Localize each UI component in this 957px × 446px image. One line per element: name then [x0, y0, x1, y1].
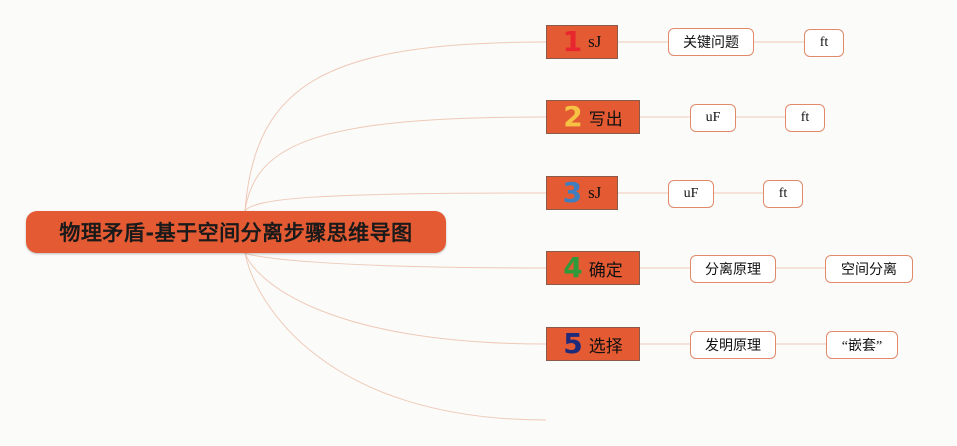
branch-number-4: 4: [563, 251, 583, 284]
branch-node-2[interactable]: 2 写出: [546, 100, 640, 134]
connector-root-branch-2: [244, 116, 547, 212]
branch-node-3[interactable]: 3 sJ: [546, 176, 618, 210]
leaf-node-4-1[interactable]: 分离原理: [690, 255, 776, 283]
connector-root-branch-1: [244, 41, 547, 212]
branch-label-3: sJ: [588, 183, 602, 202]
root-node[interactable]: 物理矛盾-基于空间分离步骤思维导图: [26, 211, 446, 253]
leaf-node-4-2[interactable]: 空间分离: [825, 255, 913, 283]
leaf-node-1-2[interactable]: ft: [804, 29, 844, 57]
leaf-node-3-1[interactable]: uF: [668, 180, 714, 208]
branch-number-2: 2: [563, 100, 583, 133]
branch-number-5: 5: [563, 327, 583, 360]
branch-number-1: 1: [562, 25, 583, 58]
leaf-node-2-2[interactable]: ft: [785, 104, 825, 132]
connector-root-branch-3: [244, 192, 547, 212]
leaf-node-5-2[interactable]: “嵌套”: [826, 331, 898, 359]
connector-root-branch-5: [244, 252, 547, 345]
branch-node-1[interactable]: 1 sJ: [546, 25, 618, 59]
branch-node-4[interactable]: 4 确定: [546, 251, 640, 285]
branch-number-3: 3: [562, 176, 583, 209]
leaf-node-5-1[interactable]: 发明原理: [690, 331, 776, 359]
leaf-node-1-1[interactable]: 关键问题: [668, 28, 754, 56]
root-title: 物理矛盾-基于空间分离步骤思维导图: [59, 221, 413, 245]
leaf-node-2-1[interactable]: uF: [690, 104, 736, 132]
branch-node-5[interactable]: 5 选择: [546, 327, 640, 361]
branch-label-5: 选择: [588, 336, 623, 356]
connector-root-branch-6: [244, 252, 547, 421]
connector-root-branch-4: [244, 252, 547, 269]
branch-label-1: sJ: [588, 32, 602, 51]
leaf-node-3-2[interactable]: ft: [763, 180, 803, 208]
branch-label-4: 确定: [588, 260, 623, 280]
branch-label-2: 写出: [588, 109, 623, 129]
